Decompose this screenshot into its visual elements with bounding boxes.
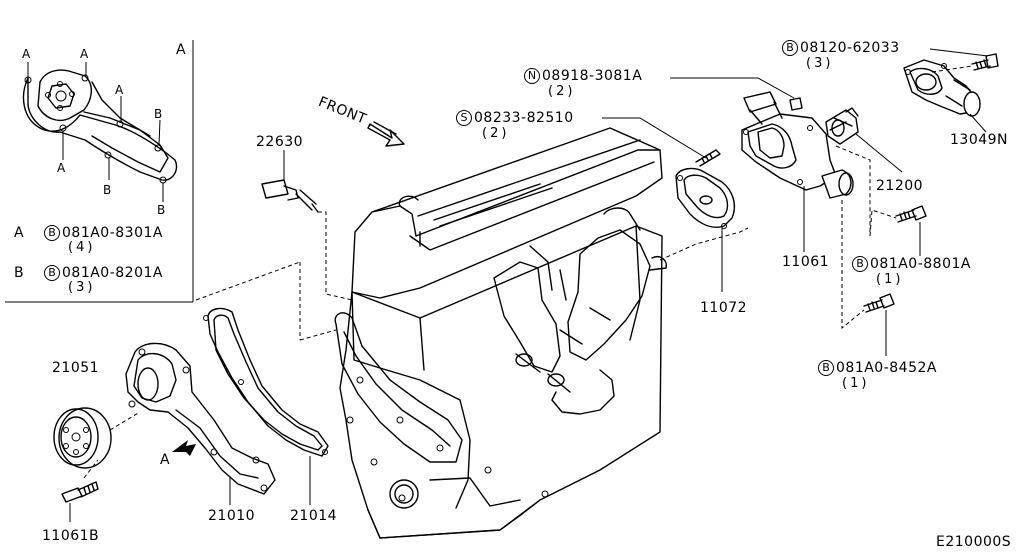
bolt-symbol-icon: B — [852, 256, 868, 272]
fastener-08233-qty: (2) — [482, 126, 510, 141]
inset-point-label: A — [80, 47, 89, 61]
engine-block — [334, 127, 667, 539]
sensor-22630 — [261, 150, 353, 301]
bolt-symbol-icon: B — [818, 360, 834, 376]
water-pump-21010 — [125, 342, 276, 505]
fastener-8452a-qty: (1) — [842, 376, 870, 391]
bolt-symbol-icon: B — [44, 225, 60, 241]
part-21051: 21051 — [52, 360, 100, 376]
part-11061b: 11061B — [42, 528, 100, 544]
pulley-21051 — [53, 407, 141, 469]
bolt-081a0-8801a — [835, 145, 927, 256]
inset-point-label: B — [154, 107, 163, 121]
inset-title: A — [176, 42, 187, 58]
inset-point-label: A — [115, 83, 124, 97]
part-21200: 21200 — [876, 178, 924, 194]
water-inlet-13049n — [903, 59, 987, 133]
bolt-11061b — [61, 459, 99, 522]
thermostat-21200 — [825, 107, 903, 173]
view-a-arrow — [172, 440, 196, 456]
leader-lines — [602, 77, 795, 159]
part-13049n: 13049N — [950, 132, 1009, 148]
fastener-08918-qty: (2) — [548, 84, 576, 99]
legend-key-a: A — [14, 225, 25, 241]
bolt-symbol-icon: B — [782, 40, 798, 56]
inset-view-a — [5, 40, 194, 303]
bolt-08120 — [929, 48, 999, 73]
diagram-code: E210000S — [936, 534, 1012, 550]
view-a-label: A — [160, 452, 171, 468]
inset-point-label: B — [103, 183, 112, 197]
gasket-11072 — [659, 167, 749, 292]
inset-point-label: A — [22, 47, 31, 61]
legend-key-b: B — [14, 265, 25, 281]
bolt-symbol-icon: B — [44, 265, 60, 281]
stud-symbol-icon: S — [456, 110, 472, 126]
fastener-8801a-qty: (1) — [876, 272, 904, 287]
inset-point-label: A — [57, 161, 66, 175]
bolt-081a0-8452a — [841, 200, 895, 356]
nut-symbol-icon: N — [524, 68, 540, 84]
part-21010: 21010 — [208, 508, 256, 524]
stud-08918 — [695, 149, 721, 167]
fastener-08120-qty: (3) — [806, 56, 834, 71]
gasket-21014 — [195, 261, 337, 505]
water-outlet-11061 — [741, 91, 854, 252]
part-21014: 21014 — [290, 508, 338, 524]
part-22630: 22630 — [256, 134, 304, 150]
part-11061: 11061 — [782, 254, 830, 270]
inset-point-label: B — [157, 203, 166, 217]
front-arrow — [367, 121, 405, 147]
part-11072: 11072 — [700, 300, 748, 316]
legend-qty-a: (4) — [68, 240, 96, 255]
legend-qty-b: (3) — [68, 280, 96, 295]
